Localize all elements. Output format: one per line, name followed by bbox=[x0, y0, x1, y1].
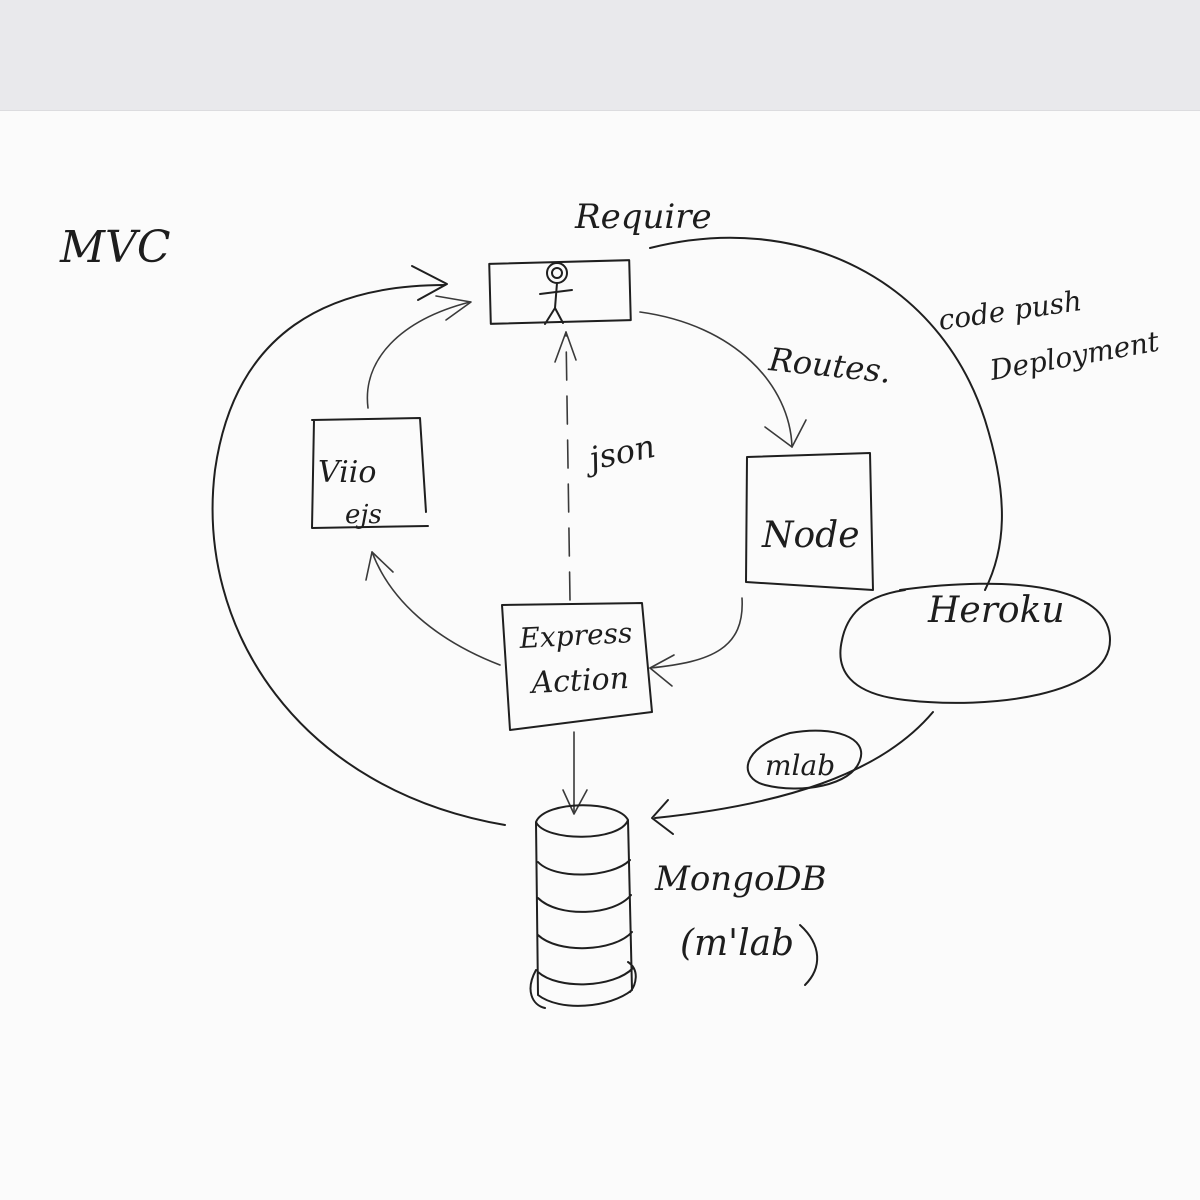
view-box bbox=[311, 417, 429, 529]
request-label: Require bbox=[574, 197, 712, 237]
user-stick-figure-icon bbox=[539, 262, 573, 325]
express-label-line2: Action bbox=[528, 661, 630, 701]
edge-view-to-request bbox=[366, 301, 471, 409]
request-node bbox=[488, 259, 632, 325]
mongodb-node bbox=[529, 804, 637, 1009]
deploy-label-line1: code push bbox=[936, 284, 1083, 337]
routes-label: Routes. bbox=[766, 340, 893, 391]
edge-heroku-to-mongodb bbox=[654, 711, 934, 819]
node-label: Node bbox=[761, 515, 860, 556]
express-label-line1: Express bbox=[518, 616, 633, 655]
mongodb-label-line1: MongoDB bbox=[654, 859, 827, 899]
closing-paren-mark bbox=[799, 924, 819, 986]
heroku-ellipse bbox=[839, 582, 1111, 704]
paper-sheet bbox=[0, 110, 1200, 1200]
heroku-label: Heroku bbox=[927, 590, 1065, 631]
edge-express-to-view bbox=[371, 551, 501, 666]
arrowhead-node-to-express bbox=[649, 654, 675, 687]
arrowhead-request-to-node bbox=[764, 419, 807, 448]
node-server-node bbox=[745, 452, 874, 591]
edge-express-to-request-json bbox=[565, 331, 571, 601]
view-node bbox=[311, 417, 429, 529]
heroku-node bbox=[839, 582, 1111, 704]
deploy-label-line2: Deployment bbox=[987, 325, 1163, 387]
arrowhead-express-to-mongodb bbox=[562, 789, 588, 815]
express-node bbox=[501, 602, 653, 731]
node-box bbox=[745, 452, 874, 591]
mlab-node bbox=[746, 729, 863, 790]
view-label-line1: Viio bbox=[318, 455, 376, 490]
express-box bbox=[501, 602, 653, 731]
json-label: json bbox=[580, 427, 659, 479]
mlab-ellipse bbox=[746, 729, 863, 790]
edge-node-to-express bbox=[649, 597, 743, 669]
arrowhead-heroku-to-mongodb bbox=[651, 799, 674, 835]
view-label-line2: ejs bbox=[345, 500, 382, 530]
arrowhead-view-to-request bbox=[435, 295, 472, 321]
arrowhead-outer-loop bbox=[411, 265, 448, 301]
mongodb-label-line2: (m'lab bbox=[680, 923, 794, 964]
database-cylinder-icon bbox=[529, 804, 637, 1009]
arrowhead-json bbox=[554, 331, 577, 363]
edge-mongodb-to-request bbox=[211, 284, 506, 826]
mlab-label: mlab bbox=[765, 749, 835, 782]
request-box bbox=[488, 259, 632, 325]
arrowhead-express-to-view bbox=[365, 551, 394, 581]
edge-request-to-node bbox=[639, 311, 793, 448]
edge-request-to-heroku bbox=[649, 236, 1003, 591]
diagram-title: MVC bbox=[59, 222, 171, 273]
